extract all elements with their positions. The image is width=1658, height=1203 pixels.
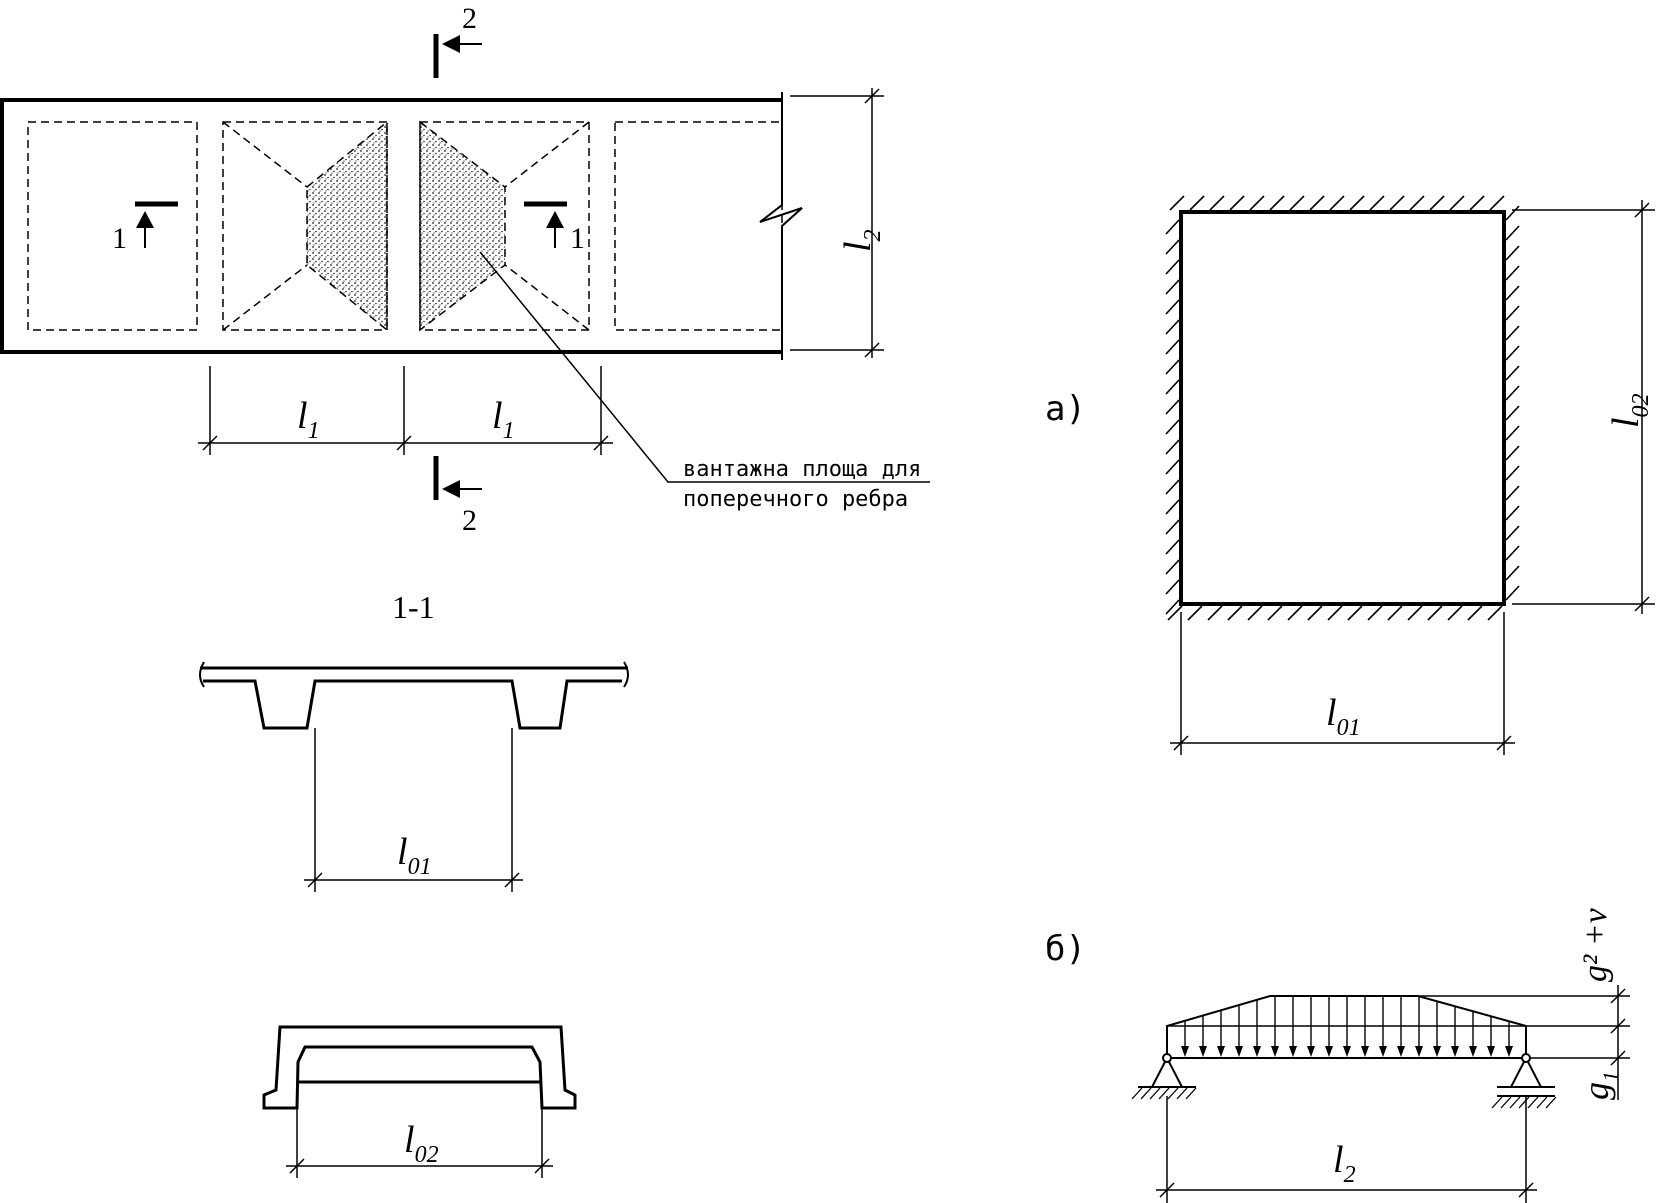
section-1-1: 1-1 l01 <box>199 589 629 892</box>
support-right <box>1491 1053 1557 1109</box>
scheme-b: б) g² +v g1 l2 <box>1045 907 1630 1203</box>
scheme-a-hatching <box>1165 195 1520 621</box>
scheme-a: а) l02 l01 <box>1045 195 1655 755</box>
rib-outer-profile <box>262 1025 577 1110</box>
load-label-g1: g1 <box>1576 1071 1623 1100</box>
dim-l2-scheme: l2 <box>1333 1139 1356 1188</box>
load-levels: g² +v g1 <box>1418 907 1630 1100</box>
section-label-2-bottom: 2 <box>462 504 477 537</box>
plan-view: 1 1 2 2 l1 l1 <box>0 2 930 537</box>
load-label-top: g² +v <box>1577 907 1614 982</box>
support-left <box>1131 1053 1197 1100</box>
dimension-l01-section: l01 <box>304 728 523 892</box>
section-1-1-break-right <box>623 661 629 688</box>
callout-line-1: вантажна площа для <box>683 457 921 482</box>
section-label-1-left: 1 <box>112 222 127 255</box>
dim-l2-plan: l2 <box>837 229 886 252</box>
dimension-l2-scheme: l2 <box>1156 1096 1537 1203</box>
tributary-area-left <box>306 120 388 332</box>
dimension-l02-scheme: l02 <box>1512 200 1655 614</box>
dim-l02-section: l02 <box>404 1119 439 1168</box>
tributary-area-right <box>419 120 506 332</box>
load-arrows <box>1167 996 1526 1057</box>
section-1-1-profile <box>203 679 622 730</box>
scheme-b-label: б) <box>1045 929 1086 969</box>
slab-outline <box>0 98 782 354</box>
scheme-a-label: а) <box>1045 389 1086 429</box>
callout-line-2: поперечного ребра <box>683 487 908 512</box>
panel-cell-4 <box>614 121 783 331</box>
scheme-a-plate <box>1179 210 1506 606</box>
section-1-1-break-left <box>199 661 205 688</box>
panel-cells <box>27 121 783 331</box>
panel-cell-1 <box>27 121 198 331</box>
load-diagram-outline <box>1166 995 1527 1058</box>
section-mark-1-left: 1 <box>112 201 178 255</box>
tributary-lines <box>222 121 590 331</box>
section-label-1-right: 1 <box>570 222 585 255</box>
section-2-2: l02 <box>262 1025 577 1178</box>
section-label-2-top: 2 <box>462 2 477 35</box>
section-mark-2-bottom: 2 <box>433 456 482 537</box>
dimension-l01-scheme: l01 <box>1170 612 1515 755</box>
dim-l01-section: l01 <box>397 831 432 880</box>
section-mark-2-top: 2 <box>433 2 482 78</box>
callout-tributary-area: вантажна площа для поперечного ребра <box>479 251 930 512</box>
section-mark-1-right: 1 <box>524 201 585 255</box>
dim-l1-right: l1 <box>492 395 515 444</box>
break-line <box>759 92 803 360</box>
dim-l1-left: l1 <box>297 395 320 444</box>
section-1-1-title: 1-1 <box>392 589 435 625</box>
dimension-l2: l2 <box>790 88 886 358</box>
dim-l01-scheme: l01 <box>1326 692 1361 741</box>
dimension-l1: l1 l1 <box>198 366 613 455</box>
dimension-l02-section: l02 <box>286 1108 553 1178</box>
dim-l02-scheme: l02 <box>1605 393 1654 428</box>
